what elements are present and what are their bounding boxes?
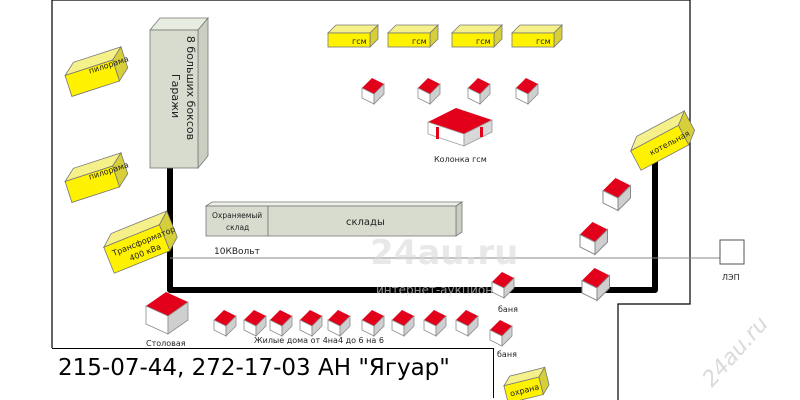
residential-house-8 [423, 309, 447, 337]
house-right-3 [581, 267, 610, 301]
watermark-subtitle: интернет-аукцион [376, 283, 493, 297]
warehouses [267, 205, 457, 237]
sawmill-building-2: пилорама [64, 151, 130, 203]
fuel-tank-label-2: гсм [412, 37, 427, 46]
fuel-station [427, 108, 493, 147]
power-line-label: ЛЭП [722, 273, 740, 282]
house-right-1 [602, 177, 631, 211]
garages-subtitle: 8 больших боксов [184, 36, 197, 140]
voltage-label: 10КВольт [214, 247, 260, 257]
watermark-corner: 24au.ru [698, 312, 774, 392]
residential-house-3 [269, 309, 293, 337]
warehouses-label: склады [346, 217, 385, 228]
bathhouse-label-1: баня [498, 305, 518, 314]
fuel-tank-3: гсм [451, 24, 503, 48]
residential-label: Жилые дома от 4на4 до 6 на 6 [254, 336, 384, 345]
property-boundary [51, 0, 691, 400]
canteen-building [145, 292, 189, 335]
power-line-pole [719, 239, 745, 265]
sawmill-building-1: пилорама [64, 45, 130, 97]
house-fuel-4 [515, 77, 539, 105]
house-fuel-2 [417, 77, 441, 105]
contact-line: 215-07-44, 272-17-03 АН "Ягуар" [58, 355, 450, 381]
residential-house-7 [391, 309, 415, 337]
security-building: охрана [503, 366, 550, 400]
residential-house-9 [455, 309, 479, 337]
transformer-building: Трансформатор 400 кВа [102, 210, 178, 274]
fuel-station-label: Колонка гсм [434, 155, 487, 164]
residential-house-2 [243, 309, 267, 337]
fuel-tank-4: гсм [511, 24, 563, 48]
residential-house-6 [361, 309, 385, 337]
bathhouse-2 [489, 319, 513, 347]
residential-house-1 [213, 309, 237, 337]
bathhouse-1 [491, 271, 515, 299]
guarded-warehouse-line2: склад [226, 223, 249, 232]
warehouse-block: Охраняемый склад склады [204, 201, 464, 237]
residential-house-4 [299, 309, 323, 337]
canteen-label: Столовая [146, 339, 186, 348]
boiler-building: котельная [629, 110, 696, 171]
house-fuel-3 [467, 77, 491, 105]
bathhouse-label-2: баня [497, 350, 517, 359]
fuel-tank-label-4: гсм [536, 37, 551, 46]
guarded-warehouse-line1: Охраняемый [212, 211, 262, 220]
watermark-logo: 24au.ru [370, 233, 518, 273]
fuel-tank-label-1: гсм [352, 37, 367, 46]
residential-house-5 [327, 309, 351, 337]
fuel-tank-label-3: гсм [476, 37, 491, 46]
contact-footer: 215-07-44, 272-17-03 АН "Ягуар" [52, 348, 494, 398]
garages-building: Гаражи 8 больших боксов [149, 16, 209, 170]
house-fuel-1 [361, 77, 385, 105]
fuel-tank-1: гсм [327, 24, 379, 48]
fuel-tank-2: гсм [387, 24, 439, 48]
garages-title: Гаражи [169, 74, 182, 118]
guarded-warehouse [205, 205, 269, 237]
house-right-2 [579, 221, 608, 255]
